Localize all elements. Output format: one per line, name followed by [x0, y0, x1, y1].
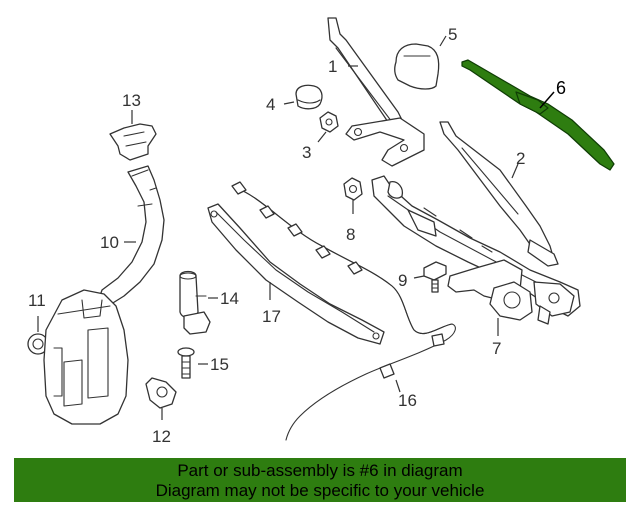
part-11-grommet[interactable]: 11: [27, 291, 49, 355]
part-2-wiper-arm[interactable]: 2: [439, 121, 559, 267]
banner-line-2: Diagram may not be specific to your vehi…: [155, 481, 485, 500]
part-13-bracket[interactable]: 13: [109, 91, 157, 161]
part-8-nut[interactable]: 8: [343, 177, 363, 244]
part-7-wiper-linkage[interactable]: 7: [371, 175, 581, 358]
callout-8: 8: [346, 225, 355, 244]
callout-11: 11: [28, 291, 46, 310]
callout-4: 4: [266, 95, 275, 114]
callout-16: 16: [398, 391, 417, 410]
part-15-bolt[interactable]: 15: [177, 347, 229, 379]
callout-9: 9: [398, 271, 407, 290]
callout-1: 1: [328, 57, 337, 76]
parts-diagram-canvas: 5 1 6 4 3 2: [27, 17, 615, 446]
part-14-washer-pump[interactable]: 14: [179, 270, 239, 335]
washer-reservoir: [43, 289, 129, 425]
part-16-washer-hose[interactable]: 16: [235, 187, 456, 441]
callout-12: 12: [152, 427, 171, 446]
callout-2: 2: [516, 149, 525, 168]
part-1-wiper-arm[interactable]: 1: [327, 17, 425, 167]
part-4-grommet[interactable]: 4: [266, 84, 323, 114]
callout-13: 13: [122, 91, 141, 110]
callout-15: 15: [210, 355, 229, 374]
parts-diagram: 5 1 6 4 3 2: [27, 17, 615, 446]
part-10-filler-neck[interactable]: 10: [97, 165, 165, 307]
callout-5: 5: [448, 25, 457, 44]
callout-10: 10: [100, 233, 119, 252]
callout-17: 17: [262, 307, 281, 326]
callout-6: 6: [556, 78, 566, 98]
part-17-seal-strip[interactable]: 17: [207, 181, 385, 345]
part-3-nut[interactable]: 3: [302, 111, 339, 162]
info-banner: Part or sub-assembly is #6 in diagram Di…: [14, 458, 626, 502]
banner-line-1: Part or sub-assembly is #6 in diagram: [177, 461, 463, 480]
part-5-arm-cap[interactable]: 5: [394, 25, 458, 90]
callout-3: 3: [302, 143, 311, 162]
callout-7: 7: [492, 339, 501, 358]
callout-14: 14: [220, 289, 239, 308]
part-12-plug[interactable]: 12: [145, 377, 177, 446]
part-9-bolt[interactable]: 9: [398, 261, 447, 293]
part-6-wiper-blade[interactable]: 6: [461, 59, 615, 171]
